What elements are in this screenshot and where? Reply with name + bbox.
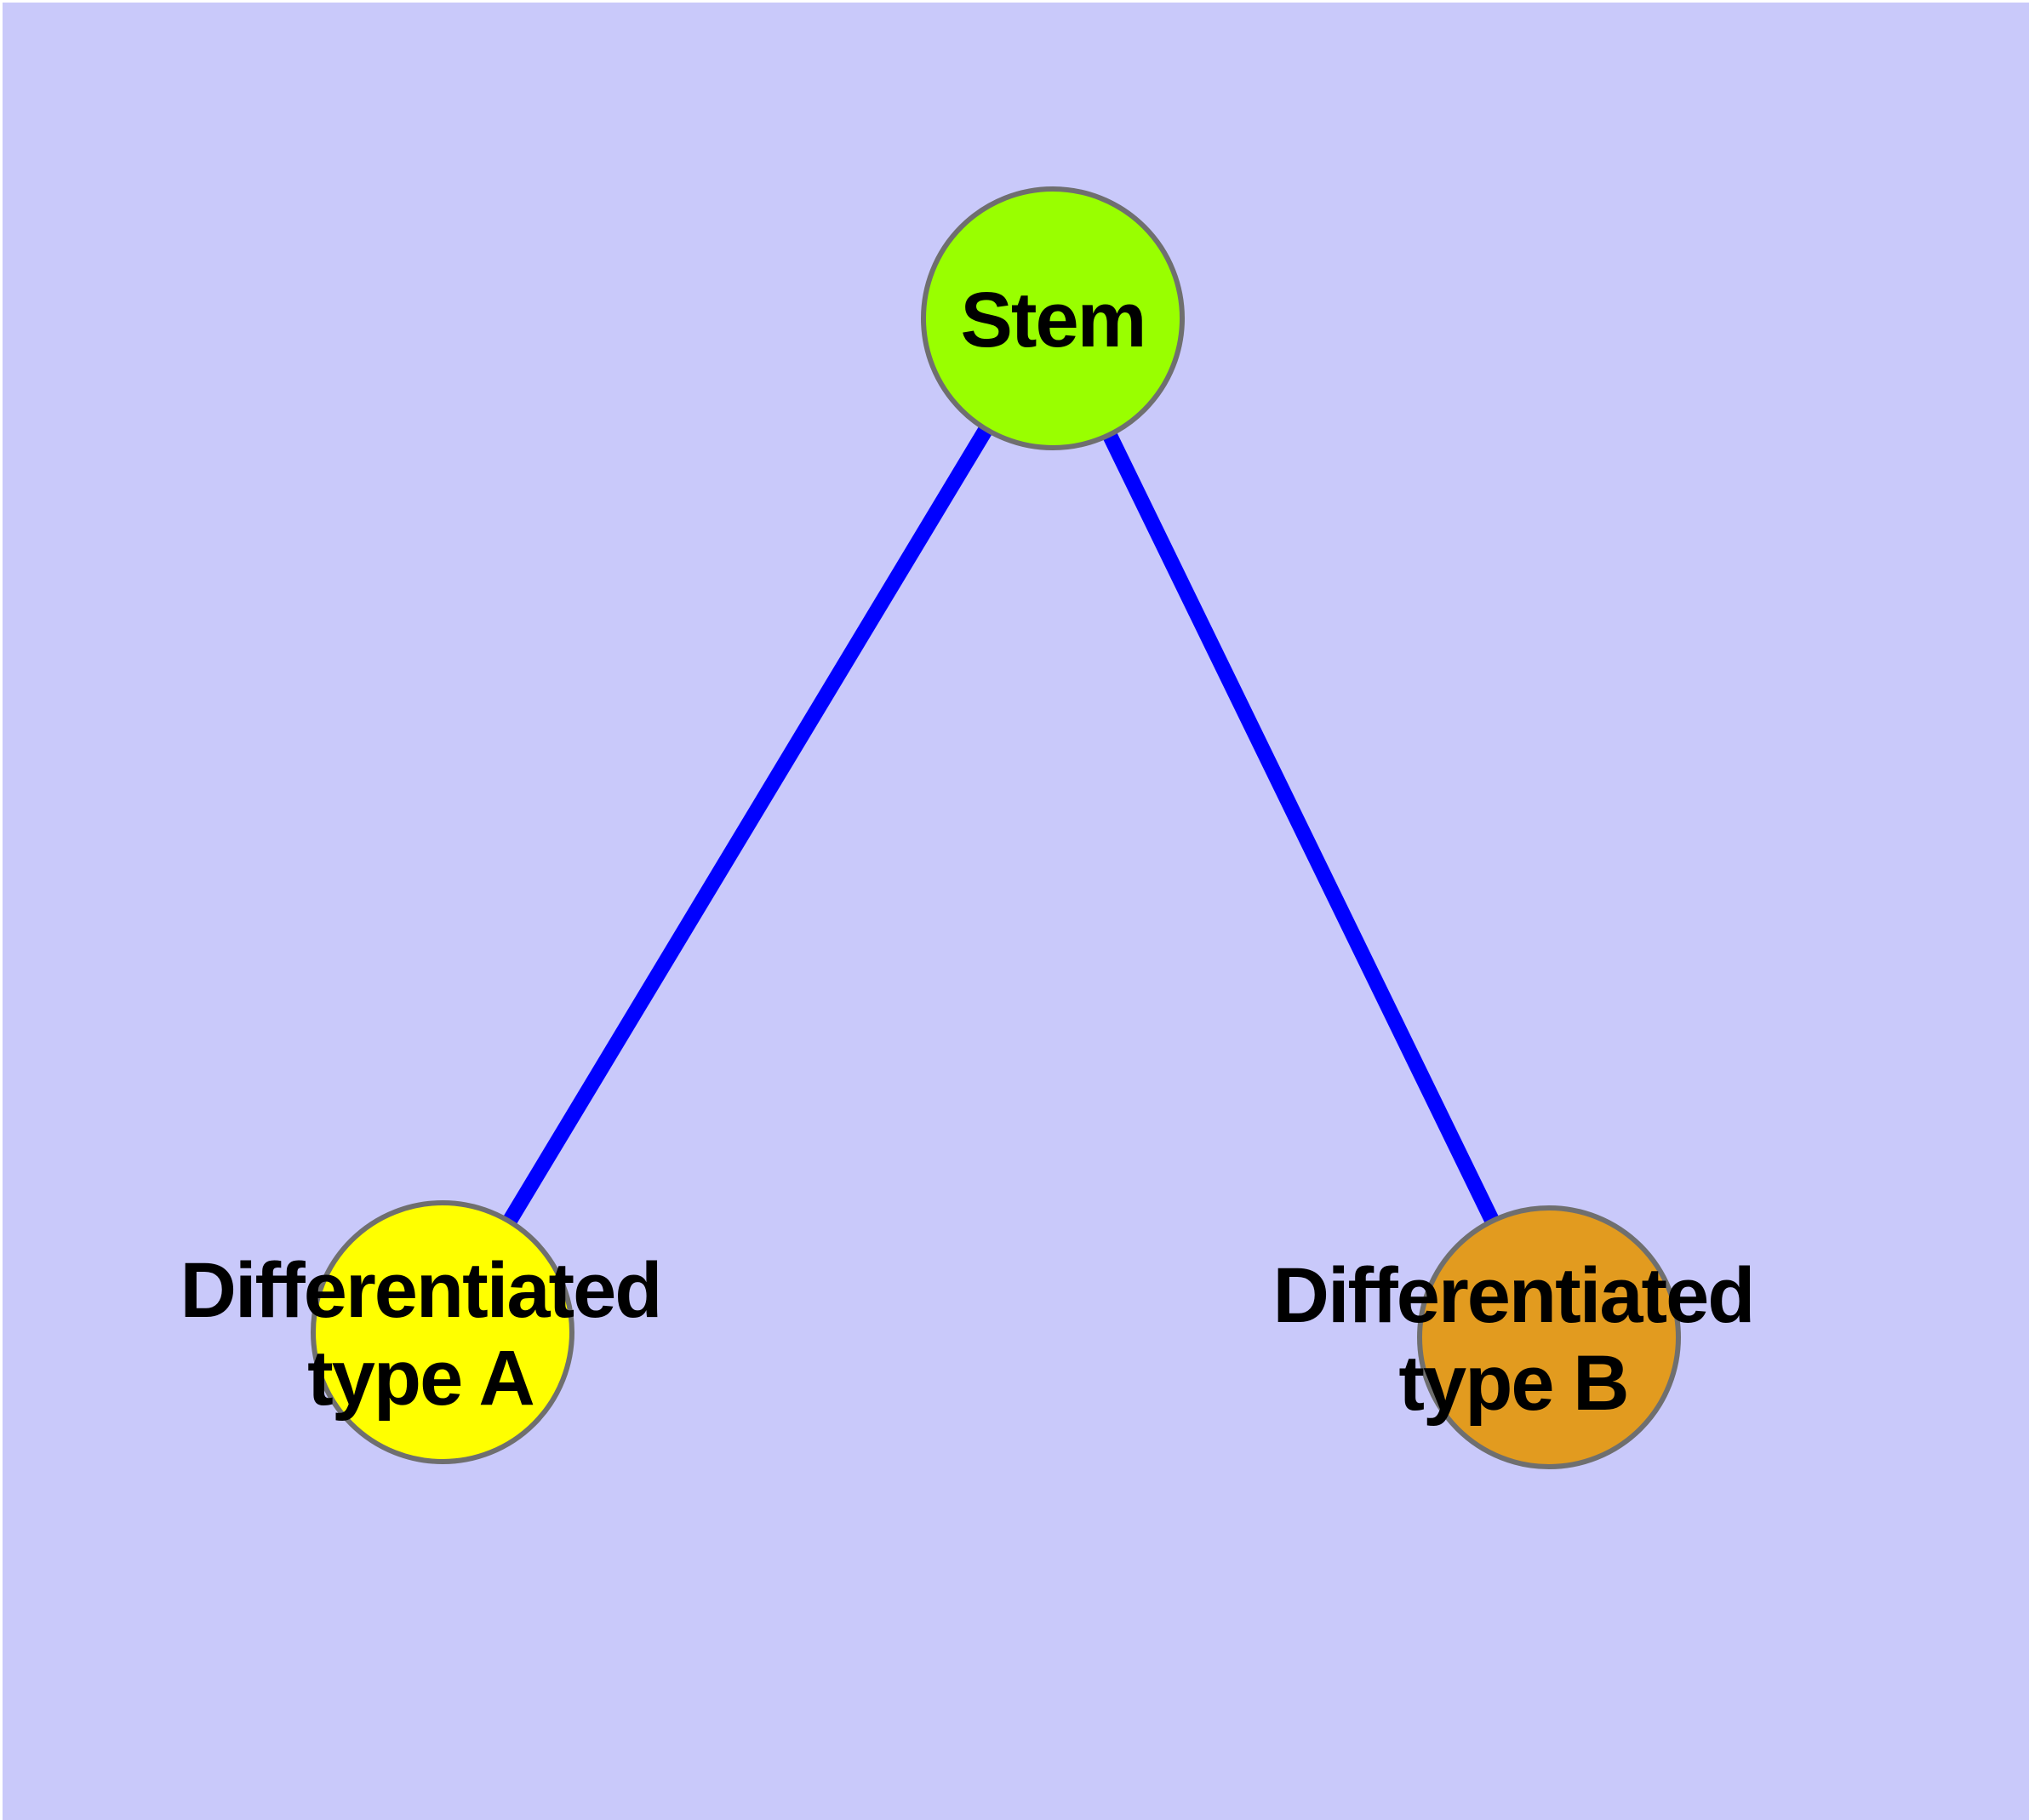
node-label-type-b-line1: Differentiated (1273, 1252, 1754, 1339)
node-differentiated-type-b (1417, 1205, 1681, 1469)
label-group: Stem Differentiated type A Differentiate… (180, 277, 1756, 1427)
node-stem (921, 186, 1185, 450)
node-label-stem: Stem (961, 277, 1146, 363)
edge-stem-to-type-b (1045, 315, 1557, 1341)
node-group (311, 186, 1681, 1469)
node-label-type-a-line2: type A (307, 1335, 534, 1422)
edge-group (436, 314, 1557, 1341)
node-label-type-b-line2: type B (1398, 1340, 1627, 1427)
node-label-type-a-line1: Differentiated (180, 1247, 661, 1334)
edge-stem-to-type-a (436, 314, 1060, 1336)
node-differentiated-type-a (311, 1200, 574, 1464)
